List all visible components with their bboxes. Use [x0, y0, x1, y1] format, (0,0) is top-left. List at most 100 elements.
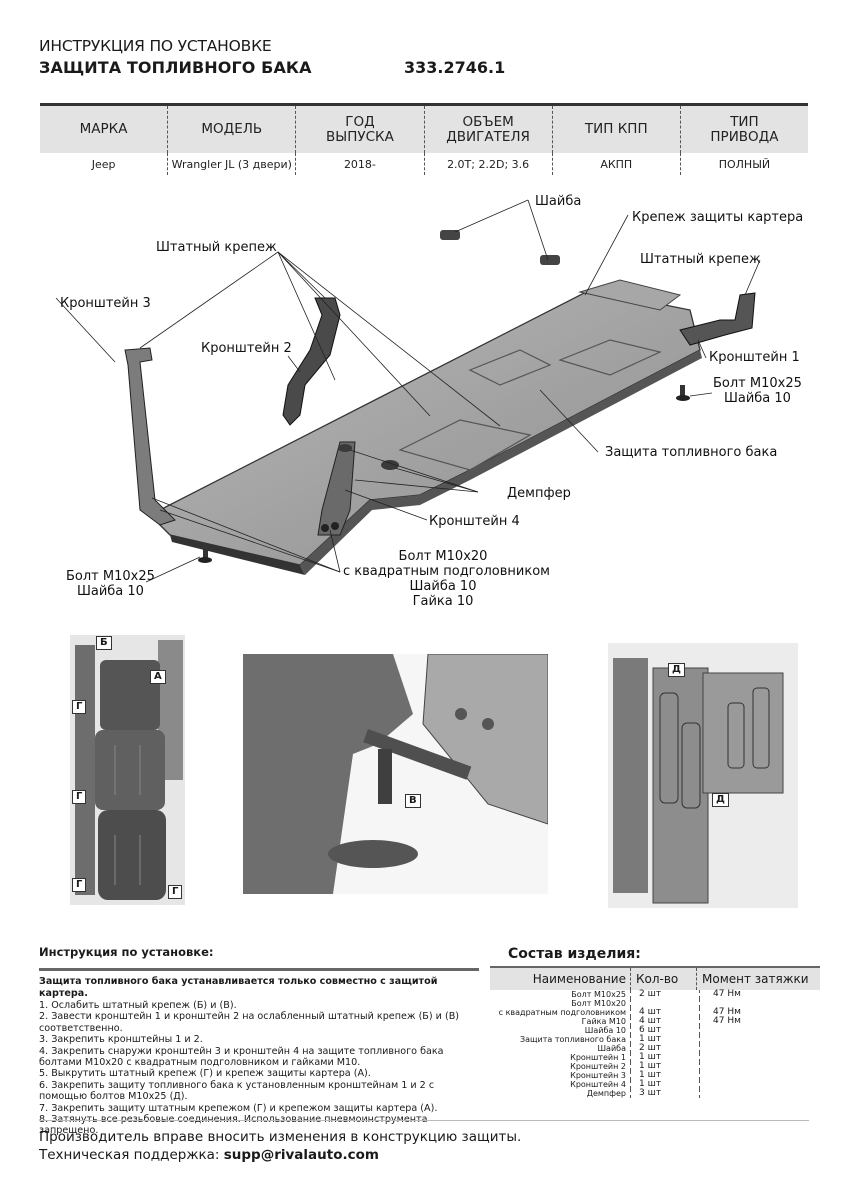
part-number: 333.2746.1: [404, 58, 506, 77]
exploded-diagram: [55, 199, 761, 583]
leader-lines: [55, 199, 761, 583]
marker-a: А: [150, 670, 166, 684]
callout-damper: Демпфер: [507, 486, 571, 501]
callout-fuel-tank-guard: Защита топливного бака: [605, 445, 778, 460]
part-name: Болт М10х20: [571, 999, 626, 1008]
part-qty: 1 шт: [630, 1062, 699, 1071]
part-qty: 4 шт: [630, 1017, 699, 1026]
photo-center-render: [243, 654, 548, 894]
parts-row: Кронштейн 2 1 шт: [490, 1062, 820, 1071]
parts-rule: [490, 966, 820, 968]
part-name: Демпфер: [586, 1089, 626, 1098]
instructions-lead: Защита топливного бака устанавливается т…: [39, 976, 438, 999]
marker-d-1: Д: [668, 663, 685, 677]
part-torque: [699, 1080, 820, 1089]
marker-g-2: Г: [72, 790, 87, 804]
callout-bracket-2: Кронштейн 2: [201, 341, 292, 356]
photo-right-render: [608, 643, 798, 908]
footer-disclaimer: Производитель вправе вносить изменения в…: [39, 1129, 522, 1145]
spec-value-model: Wrangler JL (3 двери): [167, 153, 295, 175]
part-qty: [630, 999, 699, 1008]
parts-row: Болт М10х20: [490, 999, 820, 1008]
photo-left-render: [70, 635, 185, 905]
spec-value-year: 2018-: [295, 153, 423, 175]
spec-value-drive: ПОЛНЫЙ: [679, 153, 808, 175]
part-name: Болт М10х25: [571, 990, 626, 999]
part-torque: [699, 1035, 820, 1044]
instruction-step: 2. Завести кронштейн 1 и кронштейн 2 на …: [39, 1011, 460, 1034]
spec-header-make: МАРКА: [79, 121, 128, 137]
part-torque: [699, 1026, 820, 1035]
parts-list: Состав изделия: Наименование Кол-во Моме…: [490, 944, 820, 1098]
parts-row: Защита топливного бака 1 шт: [490, 1035, 820, 1044]
washer-icon: [440, 230, 560, 265]
instruction-step: 6. Закрепить защиту топливного бака к ус…: [39, 1079, 435, 1103]
part-torque: [699, 1062, 820, 1071]
instructions-heading: Инструкция по установке:: [39, 945, 214, 959]
bracket-4: [317, 441, 356, 536]
instruction-step: 5. Выкрутить штатный крепеж (Г) и крепеж…: [39, 1068, 371, 1080]
photo-left-underbody: Б А Г Г Г Г: [70, 635, 185, 905]
bolt-icon: [198, 385, 690, 563]
part-name: Кронштейн 1: [570, 1053, 626, 1062]
part-torque: [699, 1089, 820, 1098]
spec-value-make: Jeep: [91, 157, 116, 171]
callout-bolt-center: Болт М10х20 с квадратным подголовником Ш…: [343, 549, 550, 609]
footer: Производитель вправе вносить изменения в…: [39, 1120, 809, 1164]
marker-g-1: Г: [72, 700, 87, 714]
document-title: ЗАЩИТА ТОПЛИВНОГО БАКА: [39, 58, 312, 77]
instructions-rule: [39, 968, 479, 971]
part-name: Защита топливного бака: [519, 1035, 626, 1044]
part-torque: 47 Нм: [699, 1017, 820, 1026]
support-email-link[interactable]: supp@rivalauto.com: [223, 1147, 379, 1163]
part-qty: 1 шт: [630, 1053, 699, 1062]
part-name: Кронштейн 2: [570, 1062, 626, 1071]
part-qty: 6 шт: [630, 1026, 699, 1035]
part-name: Кронштейн 3: [570, 1071, 626, 1080]
marker-b: Б: [96, 636, 112, 650]
instruction-step: 3. Закрепить кронштейны 1 и 2.: [39, 1034, 203, 1046]
spec-header-gearbox: ТИП КПП: [551, 106, 680, 153]
spec-value-engine: 2.0T; 2.2D; 3.6: [423, 153, 552, 175]
part-name: с квадратным подголовником: [498, 1008, 626, 1017]
damper-icon: [338, 444, 399, 470]
instruction-step: 7. Закрепить защиту штатным крепежом (Г)…: [39, 1102, 438, 1114]
callout-bracket-3: Кронштейн 3: [60, 296, 151, 311]
part-torque: [699, 1053, 820, 1062]
marker-d-2: Д: [712, 793, 729, 807]
parts-col-name: Наименование: [532, 972, 626, 986]
parts-header-row: Наименование Кол-во Момент затяжки: [490, 968, 820, 990]
marker-v: В: [405, 794, 421, 808]
bracket-1: [679, 292, 756, 346]
part-torque: [699, 1044, 820, 1053]
parts-row: Демпфер 3 шт: [490, 1089, 820, 1098]
part-qty: 1 шт: [630, 1035, 699, 1044]
table-top-rule: [40, 103, 808, 106]
part-qty: 3 шт: [630, 1089, 699, 1098]
part-qty: 4 шт: [630, 1008, 699, 1017]
document-subtitle: ИНСТРУКЦИЯ ПО УСТАНОВКЕ: [39, 37, 272, 55]
spec-value-gearbox: АКПП: [551, 153, 680, 175]
part-name: Шайба: [597, 1044, 627, 1053]
spec-header-model: МОДЕЛЬ: [167, 106, 295, 153]
part-qty: 1 шт: [630, 1080, 699, 1089]
part-torque: 47 Нм: [699, 990, 820, 999]
part-torque: [699, 999, 820, 1008]
footer-support: Техническая поддержка: supp@rivalauto.co…: [39, 1147, 379, 1163]
instruction-step: 1. Ослабить штатный крепеж (Б) и (В).: [39, 1000, 237, 1011]
part-torque: [699, 1071, 820, 1080]
marker-g-3: Г: [72, 878, 87, 892]
part-qty: 2 шт: [630, 990, 699, 999]
